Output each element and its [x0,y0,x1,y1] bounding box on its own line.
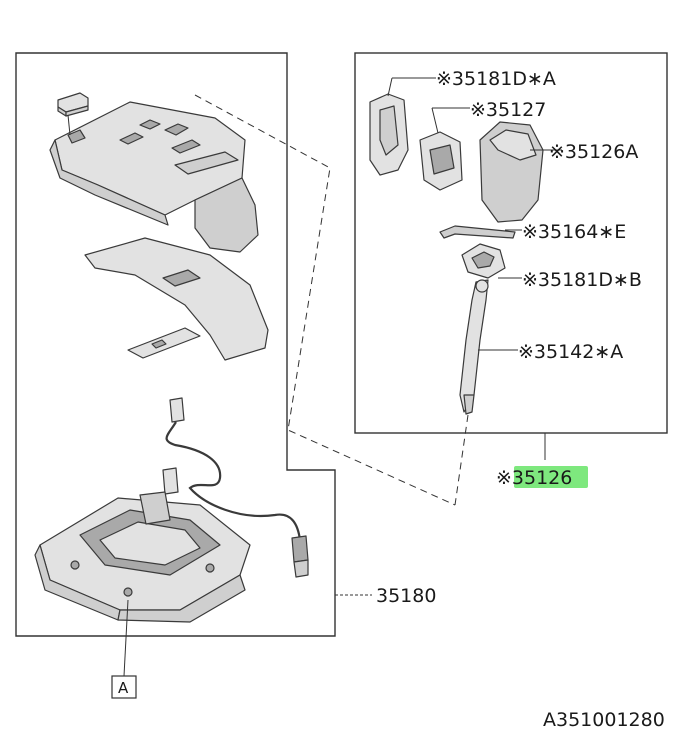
knob-plate-a [369,93,409,176]
console-cover [49,101,259,253]
label-knob-plate-b: ※35181D∗B [522,269,642,291]
knob-button [419,131,463,191]
shift-base [34,491,251,623]
callout-box-label: A [118,679,129,697]
highlight-marker [514,466,588,488]
diagram-id: A351001280 [543,709,665,731]
callout-box [111,675,137,699]
clip-plate [127,327,201,359]
leader-knob-button-drop [431,107,439,134]
label-lever-assembly: ※35126 [496,467,572,489]
label-knob-button: ※35127 [470,99,546,121]
label-clip-e: ※35164∗E [522,221,626,243]
boot-seal [84,237,269,361]
wiring-harness [162,397,309,578]
leader-callout-a [123,599,129,677]
knob-plate-b [461,243,506,279]
leader-knob-plate-a-drop [387,77,393,97]
label-knob: ※35126A [549,141,638,163]
shift-knob [479,121,544,223]
dashed-connector-rod [454,414,469,506]
label-shift-assembly: 35180 [376,585,436,607]
dashed-connector-top [194,94,456,506]
label-lever-rod: ※35142∗A [518,341,623,363]
clip-e [439,225,516,239]
right-assembly-frame [354,52,668,434]
cap-piece [57,92,89,117]
label-knob-plate-a: ※35181D∗A [436,68,556,90]
lever-rod [459,279,489,415]
left-assembly-frame [15,52,336,637]
